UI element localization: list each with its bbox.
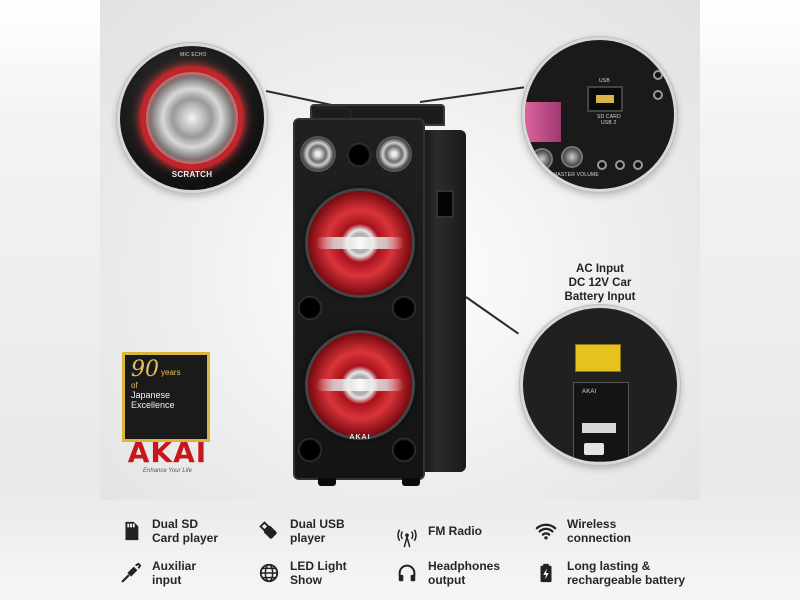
ac-input-line3: Battery Input xyxy=(564,291,636,303)
globe-icon xyxy=(258,562,280,584)
feature-sublabel: rechargeable battery xyxy=(567,573,686,587)
input-jack-5 xyxy=(653,90,663,100)
input-jack-2 xyxy=(615,160,625,170)
feature-label: Headphones xyxy=(428,559,501,573)
bass-port-top xyxy=(347,143,371,167)
woofer-upper xyxy=(305,188,415,298)
badge-excellence: Excellence xyxy=(131,400,175,410)
bass-port-lower-left xyxy=(298,438,322,462)
mic-echo-label: MIC ECHO xyxy=(180,52,207,58)
input-jack-3 xyxy=(633,160,643,170)
feature-label: FM Radio xyxy=(428,524,482,538)
usb-port xyxy=(587,86,623,112)
badge-japanese: Japanese xyxy=(131,390,171,400)
led-glow xyxy=(525,102,561,142)
headphones-icon xyxy=(396,562,418,584)
speaker-foot-left xyxy=(318,478,336,486)
aux-cable-icon xyxy=(120,562,142,584)
fm-radio-icon xyxy=(396,527,418,549)
feature-sublabel: input xyxy=(152,573,182,587)
tweeter-left xyxy=(300,136,336,172)
akai-logo: AKAI xyxy=(127,436,208,469)
speaker-side-handle xyxy=(436,190,454,218)
feature-label: Dual USB xyxy=(290,517,345,531)
scratch-wheel xyxy=(140,66,244,170)
scratch-label: SCRATCH xyxy=(171,170,213,179)
usb-icon xyxy=(258,520,280,542)
feature-sublabel: Card player xyxy=(152,531,219,545)
speaker-front-brand: AKAI xyxy=(349,434,371,441)
feature-label: LED Light xyxy=(290,559,347,573)
input-jack-1 xyxy=(597,160,607,170)
feature-label: Dual SD xyxy=(152,517,199,531)
feature-sublabel: Show xyxy=(290,573,322,587)
badge-number: 90 xyxy=(131,357,159,382)
feature-label: Wireless xyxy=(567,517,617,531)
speaker-side-panel xyxy=(418,130,466,472)
tweeter-right xyxy=(376,136,412,172)
feature-sublabel: connection xyxy=(567,531,632,545)
volume-knob-left xyxy=(531,148,553,170)
feature-sublabel: output xyxy=(428,573,466,587)
master-volume-label: MASTER VOLUME xyxy=(553,172,599,178)
bass-port-upper-right xyxy=(392,296,416,320)
sd-card-icon xyxy=(120,520,142,542)
speaker-foot-right xyxy=(402,478,420,486)
bass-port-lower-right xyxy=(392,438,416,462)
usb2-label: USB 2 xyxy=(601,120,617,126)
rear-panel-brand: AKAI xyxy=(582,389,597,395)
callout-scratch-wheel: MIC ECHO SCRATCH xyxy=(117,43,267,193)
volume-knob xyxy=(561,146,583,168)
feature-sublabel: player xyxy=(290,531,326,545)
badge-years-word: years xyxy=(161,368,181,377)
input-jack-4 xyxy=(653,70,663,80)
sd-card-label: SD CARD xyxy=(597,114,621,120)
feature-label: Auxiliar xyxy=(152,559,197,573)
feature-fm-radio: FM Radio xyxy=(396,524,482,549)
wifi-icon xyxy=(535,520,557,542)
ac-input-line1: AC Input xyxy=(576,263,624,275)
callout-usb-panel: USB SD CARD USB 2 MASTER VOLUME xyxy=(522,37,677,192)
badge-of: of xyxy=(131,381,138,390)
battery-icon xyxy=(535,562,557,584)
usb-label: USB xyxy=(599,78,610,84)
ac-input-caption: AC Input DC 12V Car Battery Input xyxy=(540,262,660,304)
woofer-lower xyxy=(305,330,415,440)
feature-battery: Long lasting &rechargeable battery xyxy=(535,559,685,587)
ac-input-line2: DC 12V Car xyxy=(568,277,632,289)
callout-ac-input: AKAI xyxy=(520,305,680,465)
feature-label: Long lasting & xyxy=(567,559,651,573)
badge-years: 90 years xyxy=(131,359,201,381)
speaker-top-handle xyxy=(312,106,352,118)
rear-power-panel: AKAI xyxy=(573,382,629,462)
warning-sticker xyxy=(575,344,621,372)
bass-port-upper-left xyxy=(298,296,322,320)
anniversary-badge: 90 years of Japanese Excellence xyxy=(122,352,210,442)
akai-slogan: Enhance Your Life xyxy=(143,468,192,474)
